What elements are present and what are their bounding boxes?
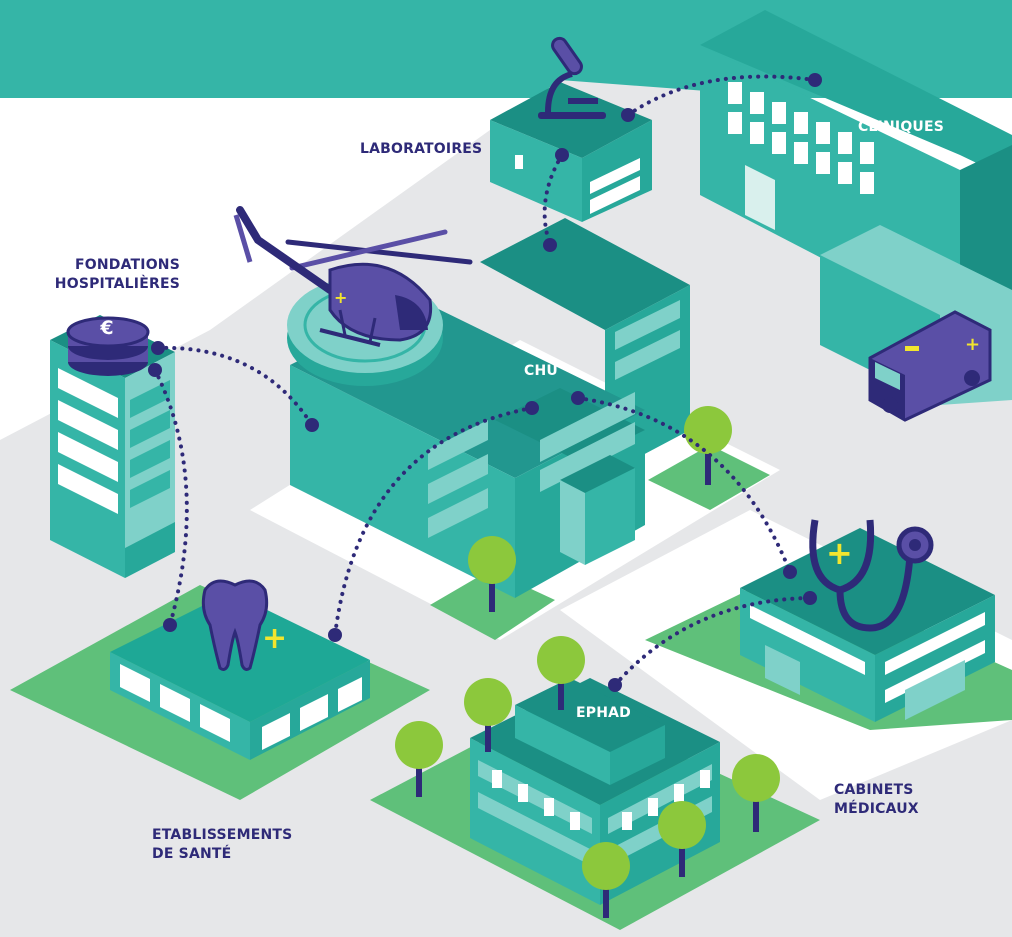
tree-icon [537, 636, 585, 710]
label-ephad: EPHAD [576, 705, 631, 721]
connector-fondation-etab [153, 368, 189, 627]
cabinets-building [740, 528, 995, 722]
label-etablissements: ETABLISSEMENTS DE SANTÉ [152, 827, 293, 862]
tree-icon [658, 801, 706, 877]
helicopter-icon: + [233, 206, 473, 347]
svg-text:+: + [965, 334, 980, 355]
ephad-building [470, 678, 720, 905]
coin-stack-icon [66, 316, 150, 376]
label-chu: CHU [524, 363, 558, 379]
connector-chu-cabinets [576, 396, 792, 574]
stethoscope-icon: + [809, 519, 934, 632]
tree-icon [468, 536, 516, 612]
connector-lines [153, 74, 817, 687]
label-fondations: FONDATIONS HOSPITALIÈRES [54, 257, 180, 292]
tree-icon [395, 721, 443, 797]
tree-icon [582, 842, 630, 918]
ambulance-icon: + [868, 310, 992, 422]
svg-text:+: + [334, 288, 347, 307]
tree-icon [464, 678, 512, 752]
svg-text:+: + [262, 621, 287, 656]
tree-icon [732, 754, 780, 832]
tooth-icon: + [201, 579, 287, 671]
currency-symbol: € [100, 317, 114, 339]
svg-text:+: + [826, 534, 853, 572]
label-cliniques: CLINIQUES [858, 119, 945, 135]
connector-lab-chu [542, 153, 564, 247]
connector-fondation-chu [156, 345, 314, 427]
connector-chu-etab [333, 406, 534, 637]
laboratoires-building [490, 82, 652, 222]
connector-dots [148, 73, 822, 692]
connector-lab-clinique [626, 74, 817, 117]
tree-icon [684, 406, 732, 485]
label-laboratoires: LABORATOIRES [360, 141, 483, 157]
label-cabinets: CABINETS MÉDICAUX [834, 782, 919, 817]
microscope-icon [538, 36, 606, 119]
